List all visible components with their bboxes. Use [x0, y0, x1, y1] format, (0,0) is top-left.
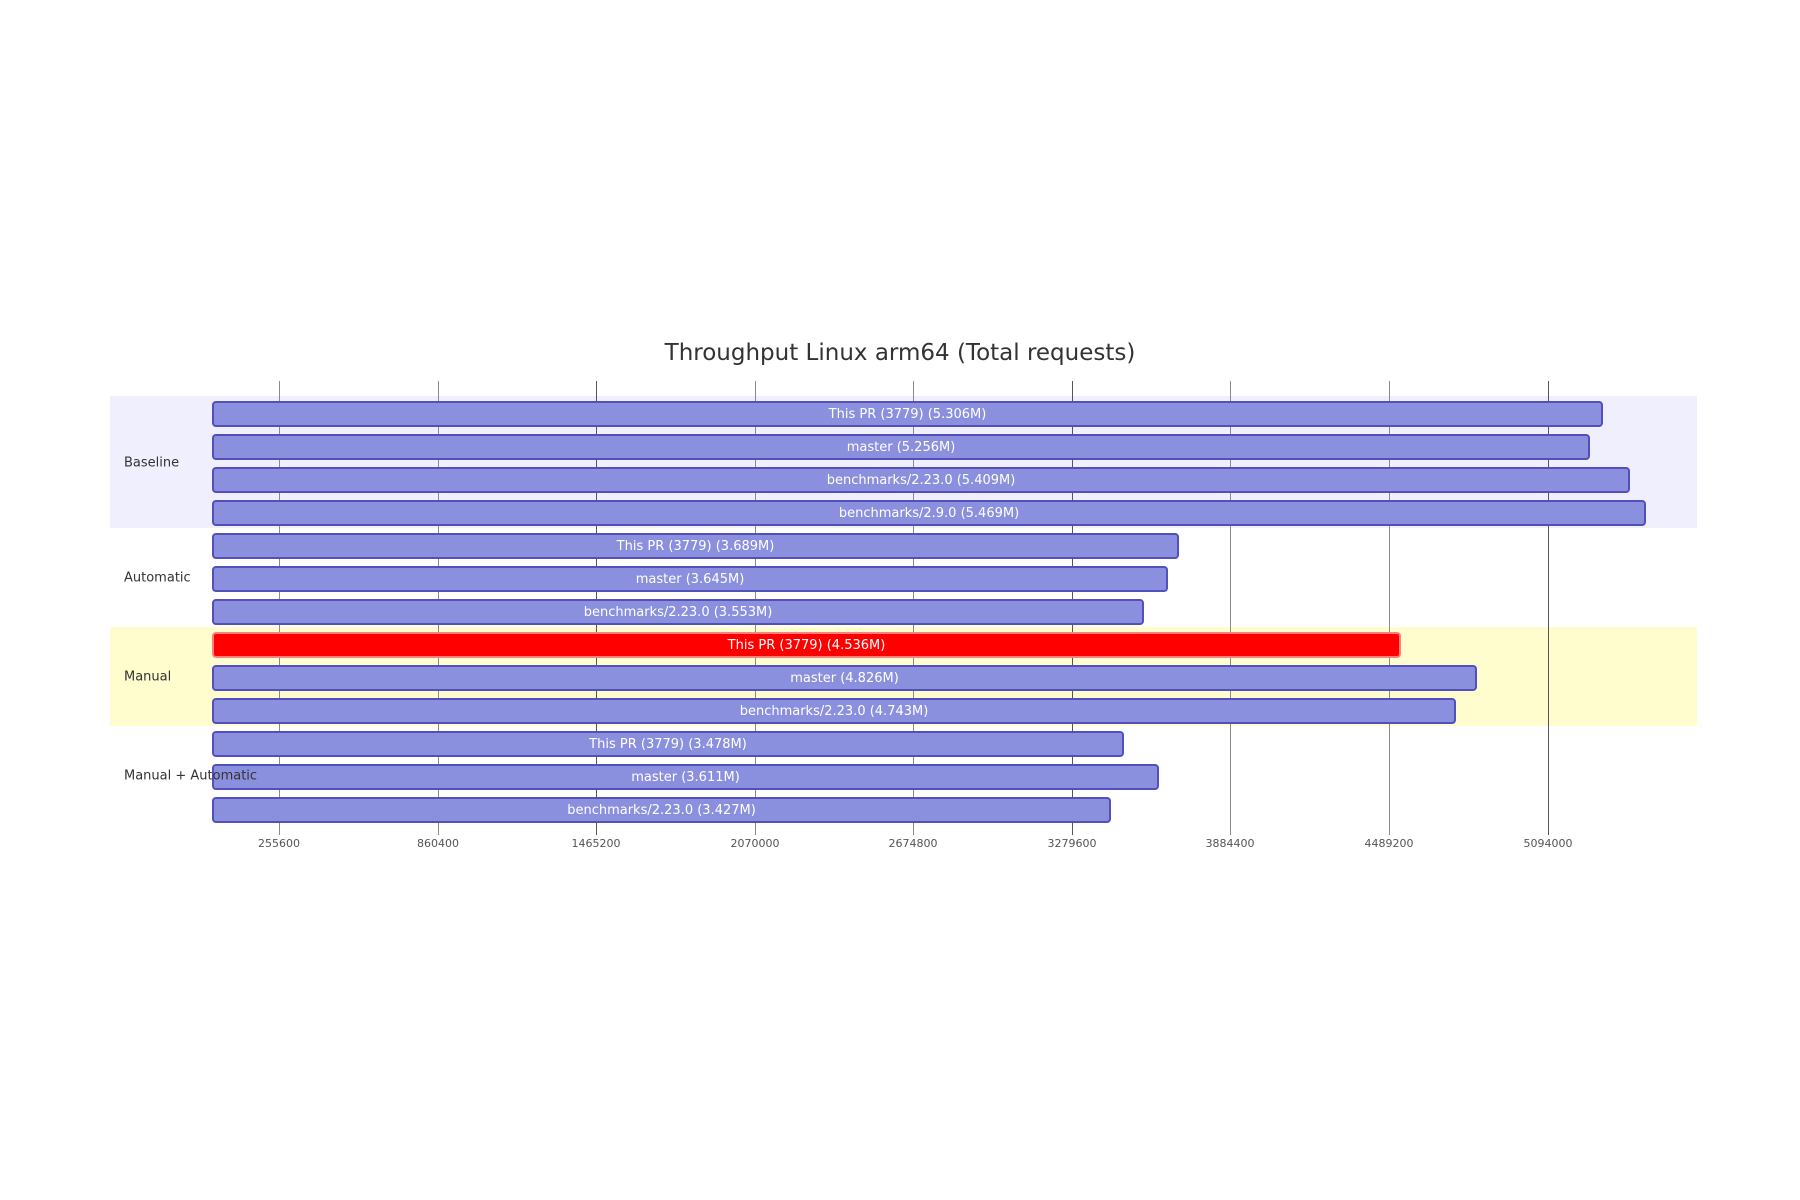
gridline — [1548, 381, 1549, 835]
x-tick-label: 4489200 — [1364, 837, 1414, 850]
section-label: Manual + Automatic — [124, 768, 258, 783]
bar[interactable]: This PR (3779) (4.536M) — [212, 632, 1401, 658]
bar[interactable]: master (3.645M) — [212, 566, 1168, 592]
x-tick-label: 860400 — [417, 837, 459, 850]
x-tick-label: 1465200 — [571, 837, 621, 850]
bar[interactable]: master (4.826M) — [212, 665, 1477, 691]
bar[interactable]: master (3.611M) — [212, 764, 1159, 790]
gridline — [1389, 381, 1390, 835]
section-label: Automatic — [124, 570, 191, 585]
x-tick-label: 5094000 — [1523, 837, 1573, 850]
section-label: Baseline — [124, 455, 180, 470]
bar[interactable]: This PR (3779) (5.306M) — [212, 401, 1603, 427]
bar[interactable]: This PR (3779) (3.689M) — [212, 533, 1179, 559]
x-tick-label: 3279600 — [1047, 837, 1097, 850]
bar[interactable]: benchmarks/2.9.0 (5.469M) — [212, 500, 1646, 526]
bar[interactable]: benchmarks/2.23.0 (4.743M) — [212, 698, 1456, 724]
bar[interactable]: benchmarks/2.23.0 (5.409M) — [212, 467, 1630, 493]
bar[interactable]: master (5.256M) — [212, 434, 1590, 460]
bar[interactable]: This PR (3779) (3.478M) — [212, 731, 1124, 757]
bar[interactable]: benchmarks/2.23.0 (3.427M) — [212, 797, 1111, 823]
x-tick-label: 255600 — [258, 837, 300, 850]
x-tick-label: 2674800 — [888, 837, 938, 850]
bar[interactable]: benchmarks/2.23.0 (3.553M) — [212, 599, 1144, 625]
x-tick-label: 2070000 — [730, 837, 780, 850]
gridline — [1230, 381, 1231, 835]
chart-title: Throughput Linux arm64 (Total requests) — [664, 340, 1136, 366]
section-label: Manual — [124, 669, 172, 684]
x-tick-label: 3884400 — [1205, 837, 1255, 850]
